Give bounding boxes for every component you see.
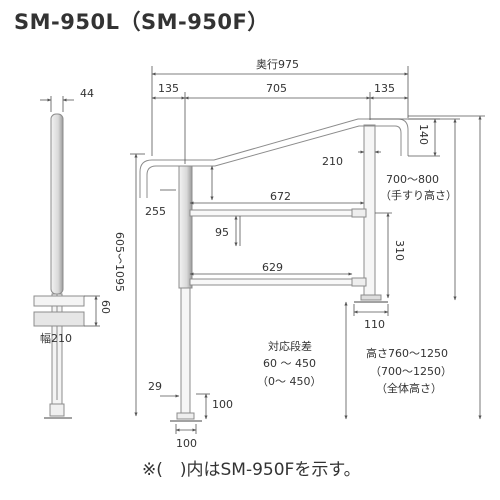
step-range: 60 ～ 450 bbox=[263, 357, 316, 370]
side-bracket-bottom bbox=[33, 311, 85, 327]
side-bracket-top bbox=[33, 295, 85, 307]
rail-upper bbox=[189, 209, 365, 217]
dim-629: 629 bbox=[262, 261, 283, 274]
dim-depth-total: 奥行975 bbox=[256, 58, 299, 71]
dim-605-1095: 605～1095 bbox=[113, 232, 126, 292]
total-height: 高さ760～1250 bbox=[366, 347, 448, 360]
total-height-note: （全体高さ） bbox=[376, 382, 442, 395]
dim-210: 210 bbox=[322, 155, 343, 168]
left-post-upper bbox=[178, 165, 193, 289]
front-dims bbox=[130, 66, 485, 434]
dim-100-right: 100 bbox=[212, 398, 233, 411]
front-view bbox=[139, 118, 409, 422]
page-title: SM-950L（SM-950F） bbox=[14, 10, 269, 34]
total-height-f: （700～1250） bbox=[370, 365, 452, 378]
dim-95: 95 bbox=[215, 226, 229, 239]
side-base bbox=[49, 403, 65, 417]
step-range-f: （0～ 450） bbox=[257, 375, 322, 388]
dim-29: 29 bbox=[148, 380, 162, 393]
left-post-foot bbox=[176, 412, 195, 420]
side-dim-width: 幅210 bbox=[40, 332, 72, 345]
dim-705: 705 bbox=[266, 82, 287, 95]
top-handrail bbox=[139, 118, 409, 198]
side-dim-60: 60 bbox=[99, 300, 112, 314]
dim-135-right: 135 bbox=[374, 82, 395, 95]
footnote: ※( )内はSM-950Fを示す。 bbox=[142, 460, 361, 480]
dim-135-left: 135 bbox=[158, 82, 179, 95]
side-post-grip bbox=[50, 113, 64, 295]
left-post-lower bbox=[180, 287, 191, 414]
dim-255: 255 bbox=[145, 205, 166, 218]
dim-310: 310 bbox=[393, 240, 406, 261]
dim-672: 672 bbox=[270, 190, 291, 203]
dim-hand-height: 700～800 bbox=[386, 173, 439, 186]
dim-140: 140 bbox=[417, 124, 430, 145]
side-dim-44: 44 bbox=[80, 87, 94, 100]
rail-lower bbox=[189, 278, 365, 286]
side-dims bbox=[40, 96, 100, 327]
side-view bbox=[33, 113, 85, 419]
dim-110: 110 bbox=[364, 318, 385, 331]
right-post-foot bbox=[360, 294, 382, 301]
step-label: 対応段差 bbox=[268, 340, 312, 353]
dim-hand-height-note: （手すり高さ） bbox=[380, 189, 457, 202]
dim-100-bottom: 100 bbox=[176, 437, 197, 450]
